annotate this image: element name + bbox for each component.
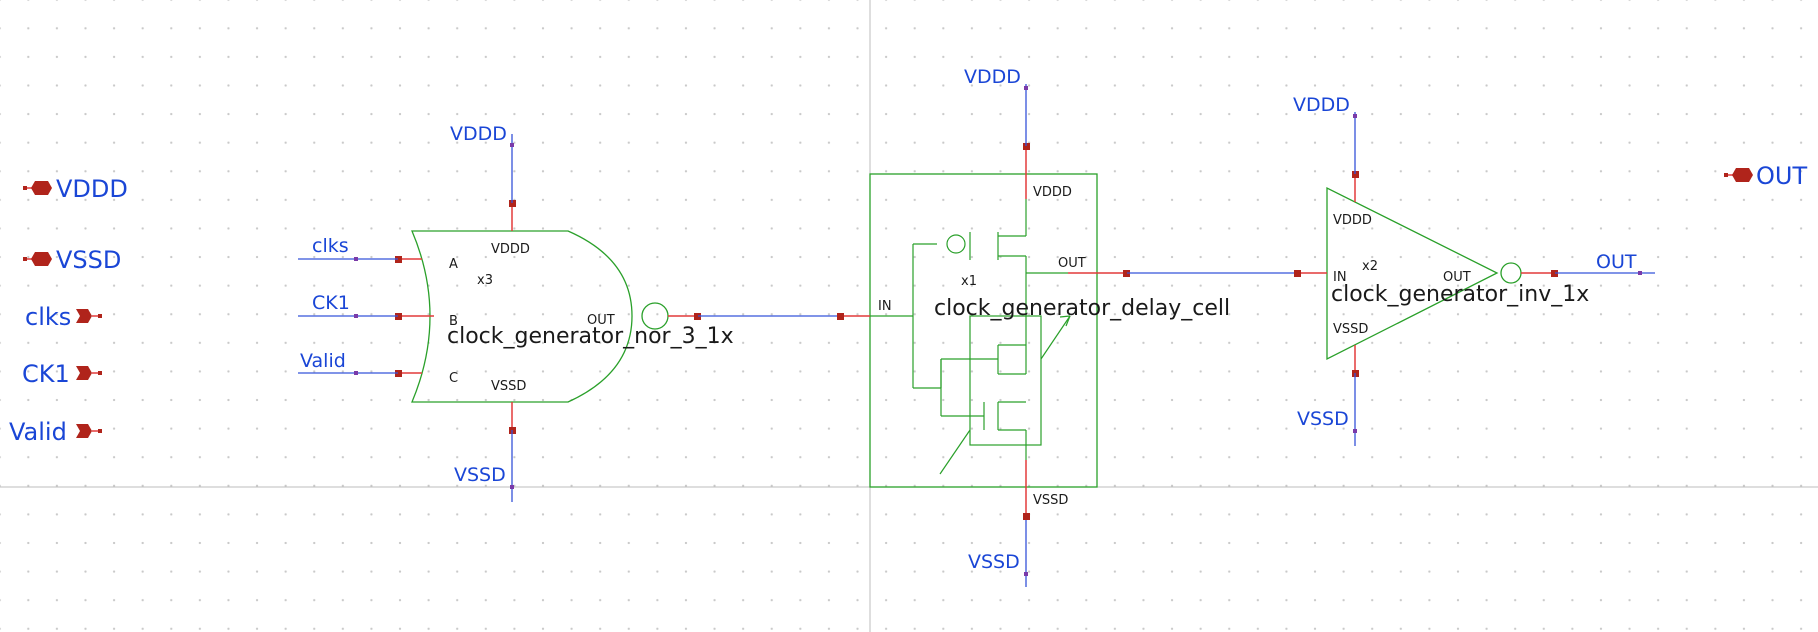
port-label-ck1: CK1 xyxy=(22,360,70,388)
delay-net-label-vssd: VSSD xyxy=(968,551,1020,573)
delay-pin-vddd: VDDD xyxy=(1033,185,1072,200)
inv-pin-vddd: VDDD xyxy=(1333,213,1372,228)
inv-cell-name: clock_generator_inv_1x xyxy=(1331,282,1589,307)
nor-pin-c: C xyxy=(449,371,458,386)
inv-pin-out: OUT xyxy=(1443,270,1471,285)
nor-net-label-vssd: VSSD xyxy=(454,464,506,486)
port-label-out: OUT xyxy=(1756,162,1807,190)
inverter-symbol[interactable]: IN OUT VDDD VSSD x2 clock_generator_inv_… xyxy=(1294,171,1589,377)
delay-pin-in: IN xyxy=(878,299,892,314)
nor-nets: VDDD VSSD clks CK1 Valid xyxy=(298,123,514,502)
delay-cell-name: clock_generator_delay_cell xyxy=(934,296,1230,321)
inv-net-label-out: OUT xyxy=(1596,251,1637,273)
port-pin-clks[interactable]: clks xyxy=(25,303,102,331)
inv-pin-in: IN xyxy=(1333,270,1347,285)
delay-pin-vssd: VSSD xyxy=(1033,493,1068,508)
delay-cell-symbol[interactable]: IN OUT VDDD VSSD x1 clock_generator_dela… xyxy=(837,143,1230,520)
inv-pin-vssd: VSSD xyxy=(1333,322,1368,337)
nor-net-label-vddd: VDDD xyxy=(450,123,507,145)
delay-nets: VDDD VSSD xyxy=(964,66,1028,587)
port-pin-vssd[interactable]: VSSD xyxy=(23,246,121,274)
nor3-gate-symbol[interactable]: A B C VDDD VSSD OUT x3 clock_generator_n… xyxy=(395,200,734,434)
nor-pin-vssd: VSSD xyxy=(491,379,526,394)
nor-pin-a: A xyxy=(449,257,458,272)
delay-instance-label: x1 xyxy=(961,274,977,289)
port-pin-ck1[interactable]: CK1 xyxy=(22,360,102,388)
nor-pin-out: OUT xyxy=(587,313,615,328)
port-pin-valid[interactable]: Valid xyxy=(9,418,102,446)
delay-pin-out: OUT xyxy=(1058,256,1086,271)
nor-cell-name: clock_generator_nor_3_1x xyxy=(447,324,734,349)
port-label-valid: Valid xyxy=(9,418,67,446)
nor-pin-b: B xyxy=(449,314,458,329)
nor-net-label-clks: clks xyxy=(312,235,349,257)
nor-pin-vddd: VDDD xyxy=(491,242,530,257)
delay-net-label-vddd: VDDD xyxy=(964,66,1021,88)
inv-instance-label: x2 xyxy=(1362,259,1378,274)
port-label-vddd: VDDD xyxy=(56,175,128,203)
delay-internal-transistors xyxy=(870,199,1071,475)
inv-bubble xyxy=(1500,262,1522,284)
port-label-clks: clks xyxy=(25,303,71,331)
nor-instance-label: x3 xyxy=(477,273,493,288)
inv-nets: VDDD VSSD OUT xyxy=(1293,94,1655,446)
inv-net-label-vddd: VDDD xyxy=(1293,94,1350,116)
nor-net-label-valid: Valid xyxy=(300,350,346,372)
inv-net-label-vssd: VSSD xyxy=(1297,408,1349,430)
port-label-vssd: VSSD xyxy=(56,246,121,274)
port-pin-out[interactable]: OUT xyxy=(1724,162,1807,190)
port-pin-vddd[interactable]: VDDD xyxy=(23,175,128,203)
nor-net-label-ck1: CK1 xyxy=(312,292,350,314)
